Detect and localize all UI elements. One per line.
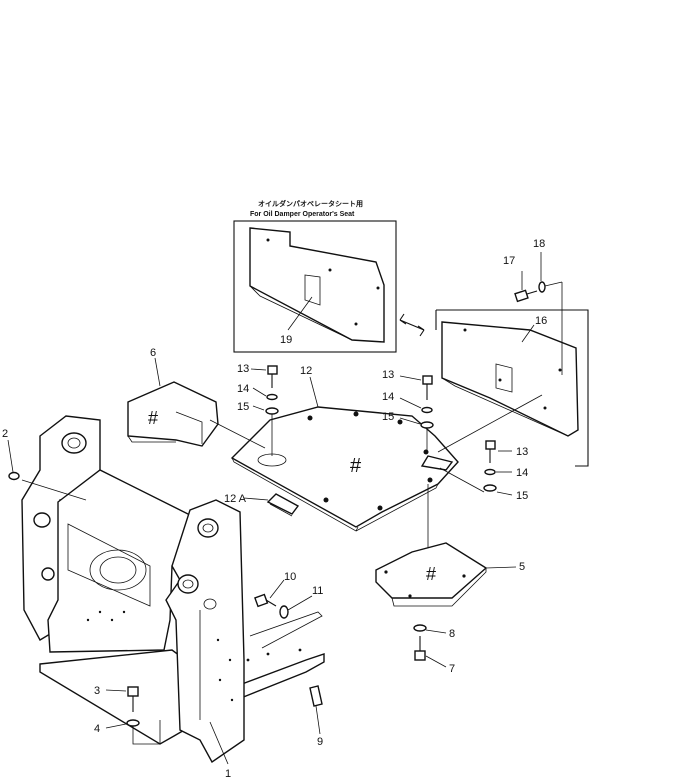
label-7: 7 [449, 663, 455, 675]
standard-cover-box: 16 17 18 [435, 238, 589, 467]
bolt-17: 17 [503, 255, 538, 303]
bracket-5: 5 # [375, 484, 525, 607]
washer-18: 18 [533, 238, 563, 375]
label-15-left: 15 [237, 401, 249, 413]
label-3: 3 [94, 685, 100, 697]
label-1: 1 [225, 768, 231, 777]
label-15-right: 15 [516, 490, 528, 502]
cover-16 [441, 321, 579, 437]
label-14-center: 14 [382, 391, 394, 403]
label-4: 4 [94, 723, 100, 735]
bolt-set-right: 13 14 15 [439, 440, 528, 502]
nut-2: 2 [2, 428, 20, 481]
label-19: 19 [280, 334, 292, 346]
cover-19 [249, 227, 385, 343]
label-6: 6 [150, 347, 156, 359]
plate-12 [230, 406, 459, 528]
hash-mark-bracket-5: # [426, 564, 436, 584]
label-5: 5 [519, 561, 525, 573]
bolt-3: 3 [94, 685, 139, 712]
hash-mark-cover-6: # [148, 408, 158, 428]
label-16: 16 [535, 315, 547, 327]
label-11: 11 [312, 585, 323, 597]
label-18: 18 [533, 238, 545, 250]
label-15-center: 15 [382, 411, 394, 423]
inset-header-jp: オイルダンパオペレータシート用 [258, 199, 363, 208]
washer-4: 4 [94, 719, 161, 745]
label-8: 8 [449, 628, 455, 640]
label-13-right: 13 [516, 446, 528, 458]
label-14-left: 14 [237, 383, 249, 395]
bolt-set-left: 13 14 15 [237, 363, 279, 456]
main-frame-1: 1 [21, 415, 325, 780]
hash-mark-plate: # [350, 455, 362, 477]
bolt-10: 10 [254, 571, 296, 608]
inset-header-en: For Oil Damper Operator's Seat [250, 211, 355, 218]
label-17: 17 [503, 255, 515, 267]
label-14-right: 14 [516, 467, 528, 479]
floor-plate-12: 12 # [230, 365, 543, 532]
variant-inset: オイルダンパオペレータシート用 For Oil Damper Operator'… [233, 199, 397, 353]
swap-arrow-icon [399, 313, 425, 337]
washer-11: 11 [279, 585, 323, 619]
label-10: 10 [284, 571, 296, 583]
handle-12a: 12 A [224, 493, 300, 517]
inset-frame [233, 220, 397, 353]
washer-8: 8 [413, 624, 455, 640]
bolt-7: 7 [414, 636, 455, 675]
label-13-center: 13 [382, 369, 394, 381]
clip-9: 9 [309, 685, 323, 748]
label-12: 12 [300, 365, 312, 377]
bolt-set-center: 13 14 15 [382, 369, 434, 450]
label-12a: 12 A [224, 493, 247, 505]
label-13-left: 13 [237, 363, 249, 375]
label-9: 9 [317, 736, 323, 748]
cover-6: 6 # [127, 347, 266, 449]
label-2: 2 [2, 428, 8, 440]
